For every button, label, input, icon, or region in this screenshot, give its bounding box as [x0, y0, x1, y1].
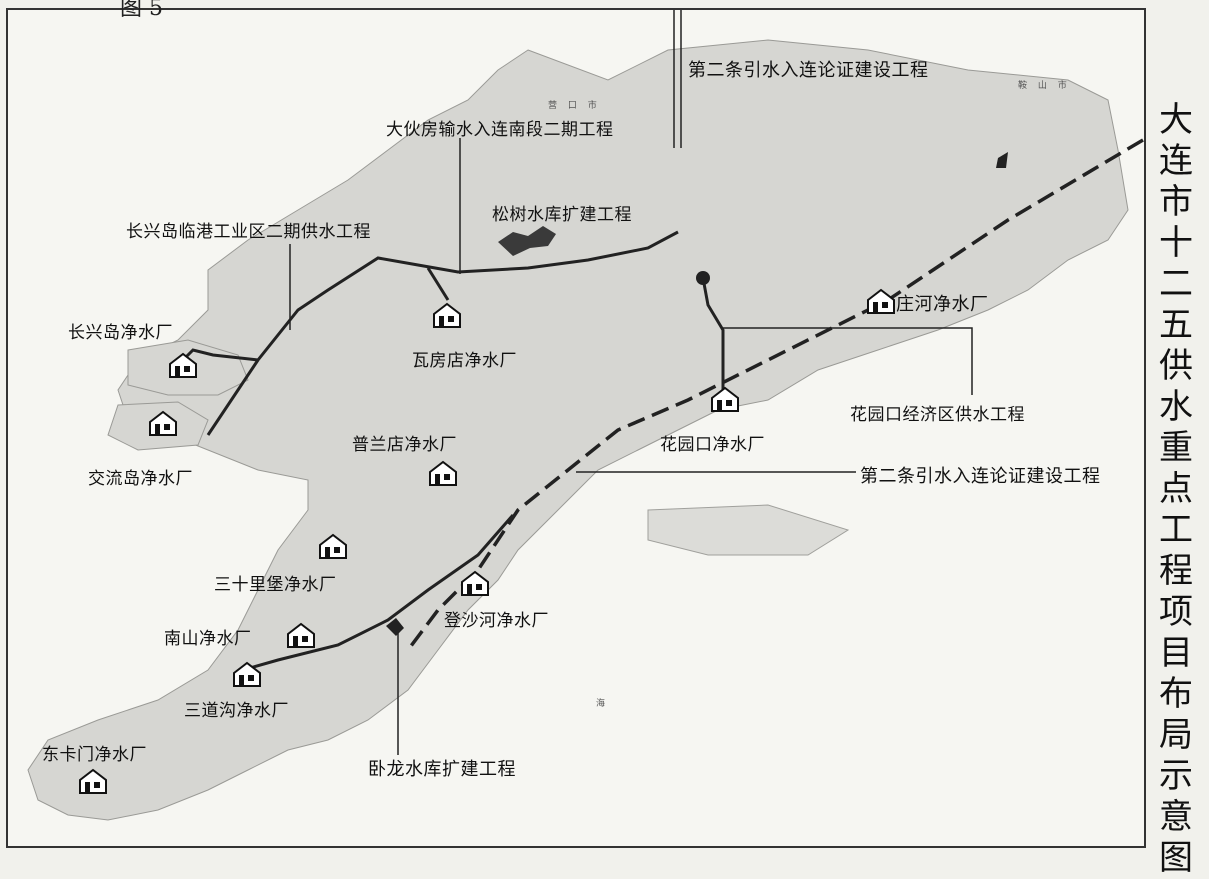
label-nanshan-plant: 南山净水厂 — [164, 629, 252, 649]
label-wolong-reservoir: 卧龙水库扩建工程 — [368, 759, 516, 780]
pipeline-wafangdian-branch — [426, 267, 450, 301]
figure-number: 图 5 — [120, 0, 163, 21]
label-dahuofang-south: 大伙房输水入连南段二期工程 — [386, 120, 614, 140]
pipeline-south — [242, 514, 515, 672]
wolong-reservoir-mark — [386, 618, 404, 636]
vertical-title-char: 供 — [1159, 346, 1193, 386]
plant-icon-huayuankou — [711, 386, 739, 412]
label-changxingdao-industrial: 长兴岛临港工业区二期供水工程 — [126, 222, 371, 242]
vertical-title-char: 项 — [1159, 592, 1193, 632]
map-text-sea: 海 — [596, 699, 610, 709]
label-sandaogou-plant: 三道沟净水厂 — [184, 701, 289, 721]
label-dengshahe-plant: 登沙河净水厂 — [444, 611, 549, 631]
map-text-yingkou: 营 口 市 — [548, 101, 601, 111]
plant-icon-sandaogou — [233, 661, 261, 687]
vertical-title-char: 二 — [1159, 264, 1193, 304]
vertical-title-char: 意 — [1159, 797, 1193, 837]
pipeline-changxingdao — [206, 230, 679, 436]
plant-icon-wafangdian — [433, 302, 461, 328]
vertical-title-char: 五 — [1159, 305, 1193, 345]
label-sanshilipu-plant: 三十里堡净水厂 — [214, 575, 337, 595]
vertical-title-char: 示 — [1159, 756, 1193, 796]
pipeline-huayuankou — [701, 277, 725, 390]
plant-icon-zhuanghe — [867, 288, 895, 314]
vertical-title-char: 市 — [1159, 182, 1193, 222]
map-frame: 营 口 市 鞍 山 市 海 第二条引水入连论证建设工程 大伙房输水入连南段二期工… — [6, 8, 1146, 848]
label-huayuankou-econ: 花园口经济区供水工程 — [850, 405, 1025, 425]
label-changxingdao-plant: 长兴岛净水厂 — [68, 323, 173, 343]
label-jiaoliudao-plant: 交流岛净水厂 — [88, 469, 193, 489]
plant-icon-changxingdao — [169, 352, 197, 378]
vertical-title-char: 工 — [1159, 510, 1193, 550]
vertical-title-char: 水 — [1159, 387, 1193, 427]
plant-icon-sanshilipu — [319, 533, 347, 559]
label-huayuankou-plant: 花园口净水厂 — [660, 435, 765, 455]
map-text-anshan: 鞍 山 市 — [1018, 81, 1071, 91]
plant-icon-nanshan — [287, 622, 315, 648]
vertical-title: 大连市十二五供水重点工程项目布局示意图 — [1148, 100, 1204, 879]
vertical-title-char: 目 — [1159, 633, 1193, 673]
vertical-title-char: 程 — [1159, 551, 1193, 591]
label-songshu-reservoir: 松树水库扩建工程 — [492, 205, 632, 225]
plant-icon-dengshahe — [461, 570, 489, 596]
plant-icon-pulandian — [429, 460, 457, 486]
vertical-title-char: 图 — [1159, 838, 1193, 878]
label-dongkamen-plant: 东卡门净水厂 — [42, 745, 147, 765]
vertical-title-char: 大 — [1159, 100, 1193, 140]
label-pulandian-plant: 普兰店净水厂 — [352, 435, 457, 455]
label-wafangdian-plant: 瓦房店净水厂 — [412, 351, 517, 371]
reservoir-north-mark — [696, 271, 710, 285]
label-second-diversion-mid: 第二条引水入连论证建设工程 — [860, 466, 1101, 487]
vertical-title-char: 十 — [1159, 223, 1193, 263]
leader-huayuankou-econ — [723, 327, 973, 395]
plant-icon-dongkamen — [79, 768, 107, 794]
vertical-title-char: 连 — [1159, 141, 1193, 181]
reservoir-top-right-mark — [996, 152, 1008, 168]
vertical-title-char: 重 — [1159, 428, 1193, 468]
label-zhuanghe-plant: 庄河净水厂 — [896, 294, 989, 315]
vertical-title-char: 点 — [1159, 469, 1193, 509]
songshu-reservoir-shape — [498, 226, 556, 256]
vertical-title-char: 布 — [1159, 674, 1193, 714]
island-east-small — [647, 504, 850, 556]
vertical-title-char: 局 — [1159, 715, 1193, 755]
plant-icon-jiaoliudao — [149, 410, 177, 436]
label-second-diversion-top: 第二条引水入连论证建设工程 — [688, 60, 929, 81]
